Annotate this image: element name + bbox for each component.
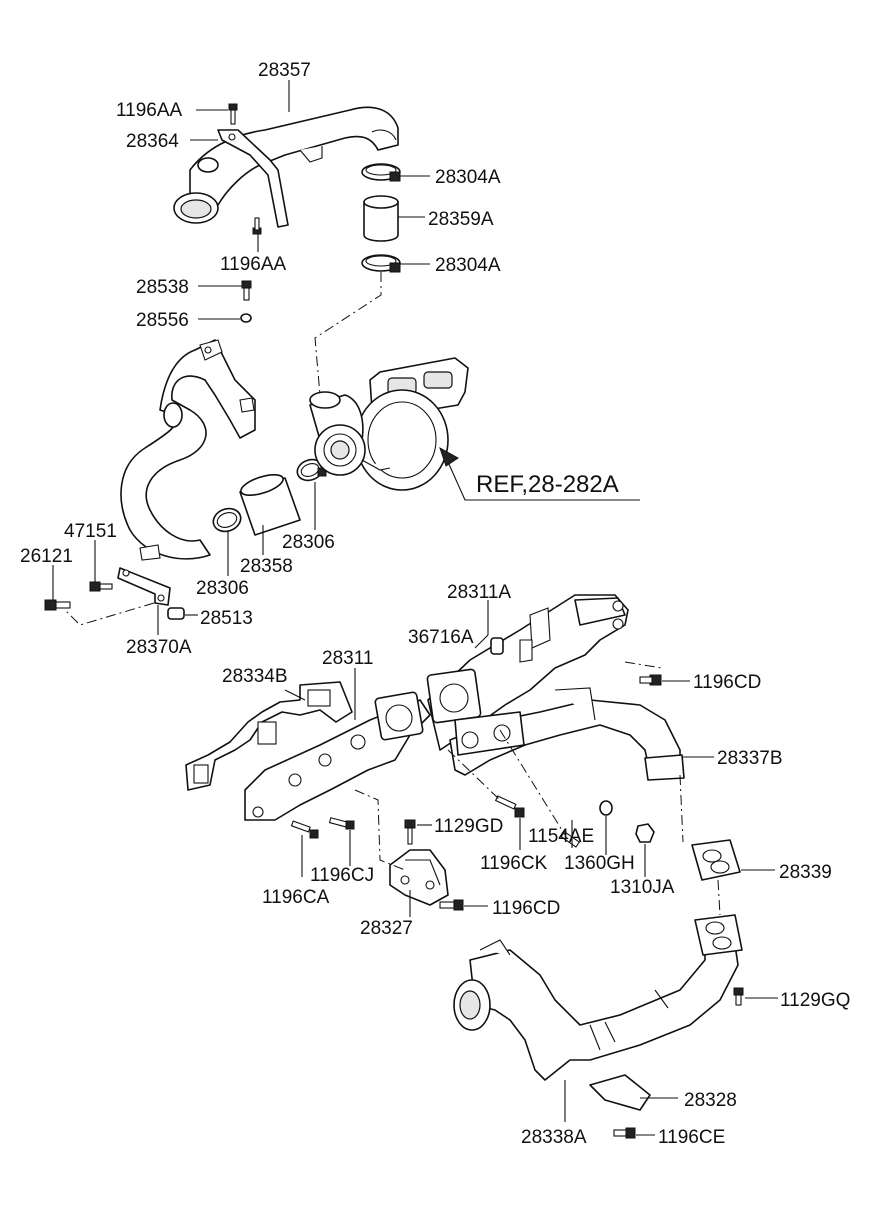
callout-28339: 28339 xyxy=(779,862,832,883)
bolt-1196cj[interactable] xyxy=(328,817,355,830)
callout-47151: 47151 xyxy=(64,521,117,542)
callout-28357: 28357 xyxy=(258,60,311,81)
turbocharger[interactable] xyxy=(309,357,469,491)
bolt-1129gq[interactable] xyxy=(733,987,744,1006)
bolt-47151[interactable] xyxy=(89,581,113,592)
bracket-28370a[interactable] xyxy=(117,567,171,606)
hose-clamp-28304a-top[interactable] xyxy=(361,163,401,182)
callout-28304a-top: 28304A xyxy=(435,167,501,188)
callout-28311: 28311 xyxy=(322,648,373,669)
callout-1196cd-bottom: 1196CD xyxy=(492,898,560,919)
hose-clamp-28306-left[interactable] xyxy=(210,505,244,535)
air-pipe-28358[interactable] xyxy=(120,339,256,561)
hose-28359a[interactable] xyxy=(363,195,399,242)
callout-28327: 28327 xyxy=(360,918,413,939)
callout-1196aa-top: 1196AA xyxy=(116,100,183,121)
bolt-1196ca[interactable] xyxy=(290,820,319,839)
callout-28328: 28328 xyxy=(684,1090,737,1111)
bolt-1129gd[interactable] xyxy=(404,819,416,845)
callout-28311a: 28311A xyxy=(447,582,511,603)
bolt-1196cd-bottom[interactable] xyxy=(439,899,464,911)
callout-1196cd-top: 1196CD xyxy=(693,672,761,693)
bolt-28538[interactable] xyxy=(241,280,252,301)
heat-shield-28328[interactable] xyxy=(589,1074,651,1111)
washer-28556[interactable] xyxy=(240,313,252,323)
callout-1196ca: 1196CA xyxy=(262,887,330,908)
leader-lines xyxy=(52,80,778,1136)
callout-1154ae: 1154AE xyxy=(528,826,594,847)
exhaust-manifold-28311[interactable] xyxy=(244,691,431,821)
callout-1196cj: 1196CJ xyxy=(310,865,374,886)
bolt-1196ce[interactable] xyxy=(613,1127,636,1139)
callout-1196ce: 1196CE xyxy=(658,1127,725,1148)
callout-28358: 28358 xyxy=(240,556,293,577)
callout-labels: 28357 1196AA 28364 28304A 28359A 1196AA … xyxy=(20,60,850,1148)
callout-36716a: 36716A xyxy=(408,627,474,648)
callout-28513: 28513 xyxy=(200,608,253,629)
callout-28556: 28556 xyxy=(136,310,189,331)
callout-28359a: 28359A xyxy=(428,209,494,230)
bolt-26121[interactable] xyxy=(44,599,71,611)
callout-28306-right: 28306 xyxy=(282,532,335,553)
callout-28334b: 28334B xyxy=(222,666,288,687)
callout-1196aa-bottom: 1196AA xyxy=(220,254,287,275)
callout-1196ck: 1196CK xyxy=(480,853,548,874)
gasket-28339[interactable] xyxy=(691,839,741,881)
callout-1129gd: 1129GD xyxy=(434,816,503,837)
bolt-1196cd-top[interactable] xyxy=(639,674,662,686)
callout-28337b: 28337B xyxy=(717,748,783,769)
callout-28364: 28364 xyxy=(126,131,179,152)
bolt-1196aa-bottom[interactable] xyxy=(252,217,262,235)
hose-28358-connector[interactable] xyxy=(239,471,301,536)
intake-pipe-28357[interactable] xyxy=(173,106,399,224)
callout-1310ja: 1310JA xyxy=(610,877,675,898)
bolt-1196aa-top[interactable] xyxy=(228,103,238,125)
nut-1360gh[interactable] xyxy=(599,800,613,816)
hose-clamp-28304a-bottom[interactable] xyxy=(361,254,401,273)
exhaust-pipe-28337b[interactable] xyxy=(449,687,685,781)
callout-28306-left: 28306 xyxy=(196,578,249,599)
exhaust-manifold-28311a[interactable] xyxy=(426,594,629,751)
down-pipe-28338a[interactable] xyxy=(453,914,743,1081)
gasket-28334b[interactable] xyxy=(185,681,353,791)
nut-1310ja[interactable] xyxy=(635,823,655,843)
callout-28538: 28538 xyxy=(136,277,189,298)
spacer-28513[interactable] xyxy=(167,607,185,620)
bracket-28327[interactable] xyxy=(389,849,449,906)
sleeve-36716a[interactable] xyxy=(490,637,504,655)
bolt-1196ck[interactable] xyxy=(494,795,525,818)
callout-28370a: 28370A xyxy=(126,637,192,658)
hose-clamp-28306-right[interactable] xyxy=(294,456,327,484)
assembly-lines xyxy=(65,272,721,916)
bracket-28364[interactable] xyxy=(217,129,289,228)
callout-28304a-bottom: 28304A xyxy=(435,255,501,276)
callout-1360gh: 1360GH xyxy=(564,853,635,874)
callout-1129gq: 1129GQ xyxy=(780,990,850,1011)
callout-26121: 26121 xyxy=(20,546,73,567)
reference-label: REF,28-282A xyxy=(476,471,619,498)
callout-28338a: 28338A xyxy=(521,1127,587,1148)
